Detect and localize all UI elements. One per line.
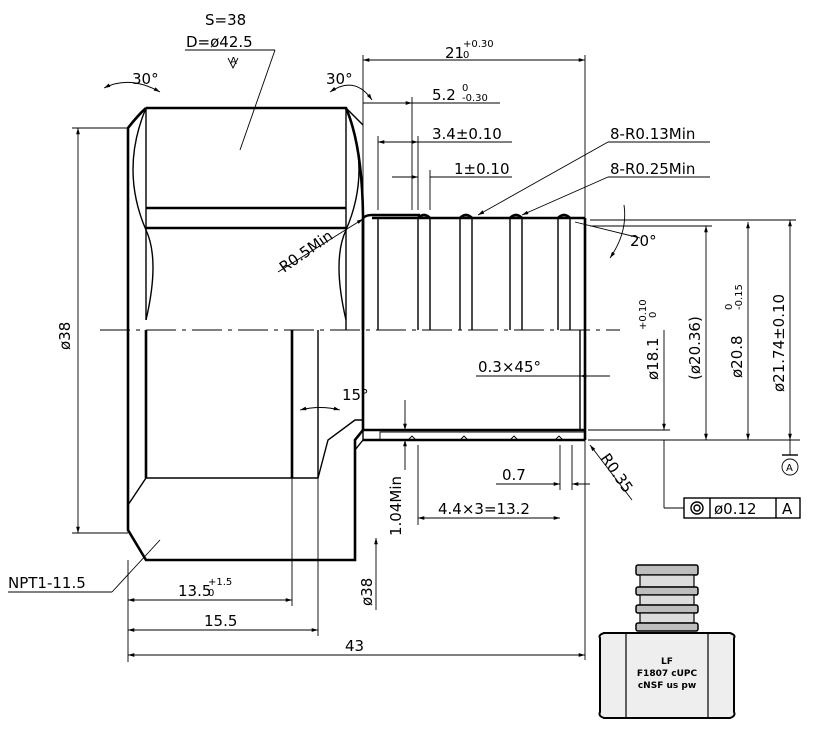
hatched-wall xyxy=(127,419,364,561)
min-104-label: 1.04Min xyxy=(387,476,405,536)
dia-2036-label: (ø20.36) xyxy=(686,316,704,380)
hex-ref-label: A xyxy=(230,56,237,67)
radius-013-label: 8-R0.13Min xyxy=(610,125,695,143)
angle-right-label: 30° xyxy=(326,70,353,88)
len-21-tol-up: +0.30 xyxy=(463,39,494,50)
len-135-tol-up: +1.5 xyxy=(208,577,232,588)
dia-181-tol-dn: 0 xyxy=(648,312,659,318)
len-52-label: 5.2 xyxy=(432,86,456,104)
dia-181-tol-up: +0.10 xyxy=(638,299,649,330)
hex-body-outline xyxy=(126,106,365,562)
hex-dia-label: D=ø42.5 xyxy=(186,33,253,51)
hex-size-label: S=38 xyxy=(205,11,246,29)
dia-2174-label: ø21.74±0.10 xyxy=(770,294,788,392)
len-52-tol-dn: -0.30 xyxy=(462,93,488,104)
dia-208-tol-up: 0 xyxy=(724,304,735,310)
dimension-lines xyxy=(8,49,800,662)
part-outline xyxy=(100,106,620,562)
angle-left-label: 30° xyxy=(132,70,159,88)
dia-181-label: ø18.1 xyxy=(644,337,662,380)
dia-208-tol-dn: -0.15 xyxy=(734,284,745,310)
pitch-label: 4.4×3=13.2 xyxy=(438,500,530,518)
stamp-line-1: LF xyxy=(661,657,673,667)
len-52-tol-up: 0 xyxy=(462,83,468,94)
radius-05-label: R0.5Min xyxy=(276,227,336,277)
radius-035-label: R0.35 xyxy=(597,450,637,496)
angle-20-label: 20° xyxy=(630,232,657,250)
chamfer-label: 0.3×45° xyxy=(478,358,541,376)
len-21-label: 21 xyxy=(445,44,464,62)
feature-control-frame: ø0.12 A xyxy=(683,497,801,519)
stamp-line-2: F1807 cUPC xyxy=(637,669,698,679)
fcf-tolerance: ø0.12 xyxy=(714,500,757,518)
fcf-datum: A xyxy=(782,500,793,518)
radius-025-label: 8-R0.25Min xyxy=(610,160,695,178)
len-135-tol-dn: 0 xyxy=(208,588,214,599)
concentricity-symbol xyxy=(690,501,704,515)
dia-38-small-label: ø38 xyxy=(358,578,376,606)
len-135-label: 13.5 xyxy=(178,582,211,600)
stamp-line-3: cNSF us pw xyxy=(638,681,696,691)
len-155-label: 15.5 xyxy=(204,612,237,630)
dia-208-label: ø20.8 xyxy=(728,335,746,378)
barb-ribs xyxy=(377,213,571,330)
len-34-label: 3.4±0.10 xyxy=(432,125,502,143)
datum-label: A xyxy=(786,463,793,474)
thread-label: NPT1-11.5 xyxy=(8,574,86,592)
dimension-labels: S=38 D=ø42.5 A 30° 30° 21 +0.30 0 5.2 0 … xyxy=(8,11,793,655)
len-21-tol-dn: 0 xyxy=(463,50,469,61)
dia-38-label: ø38 xyxy=(56,322,74,350)
angle-15-label: 15° xyxy=(342,386,369,404)
len-07-label: 0.7 xyxy=(502,466,526,484)
len-43-label: 43 xyxy=(345,637,364,655)
len-1-label: 1±0.10 xyxy=(454,160,510,178)
product-illustration: LF F1807 cUPC cNSF us pw xyxy=(598,564,736,719)
